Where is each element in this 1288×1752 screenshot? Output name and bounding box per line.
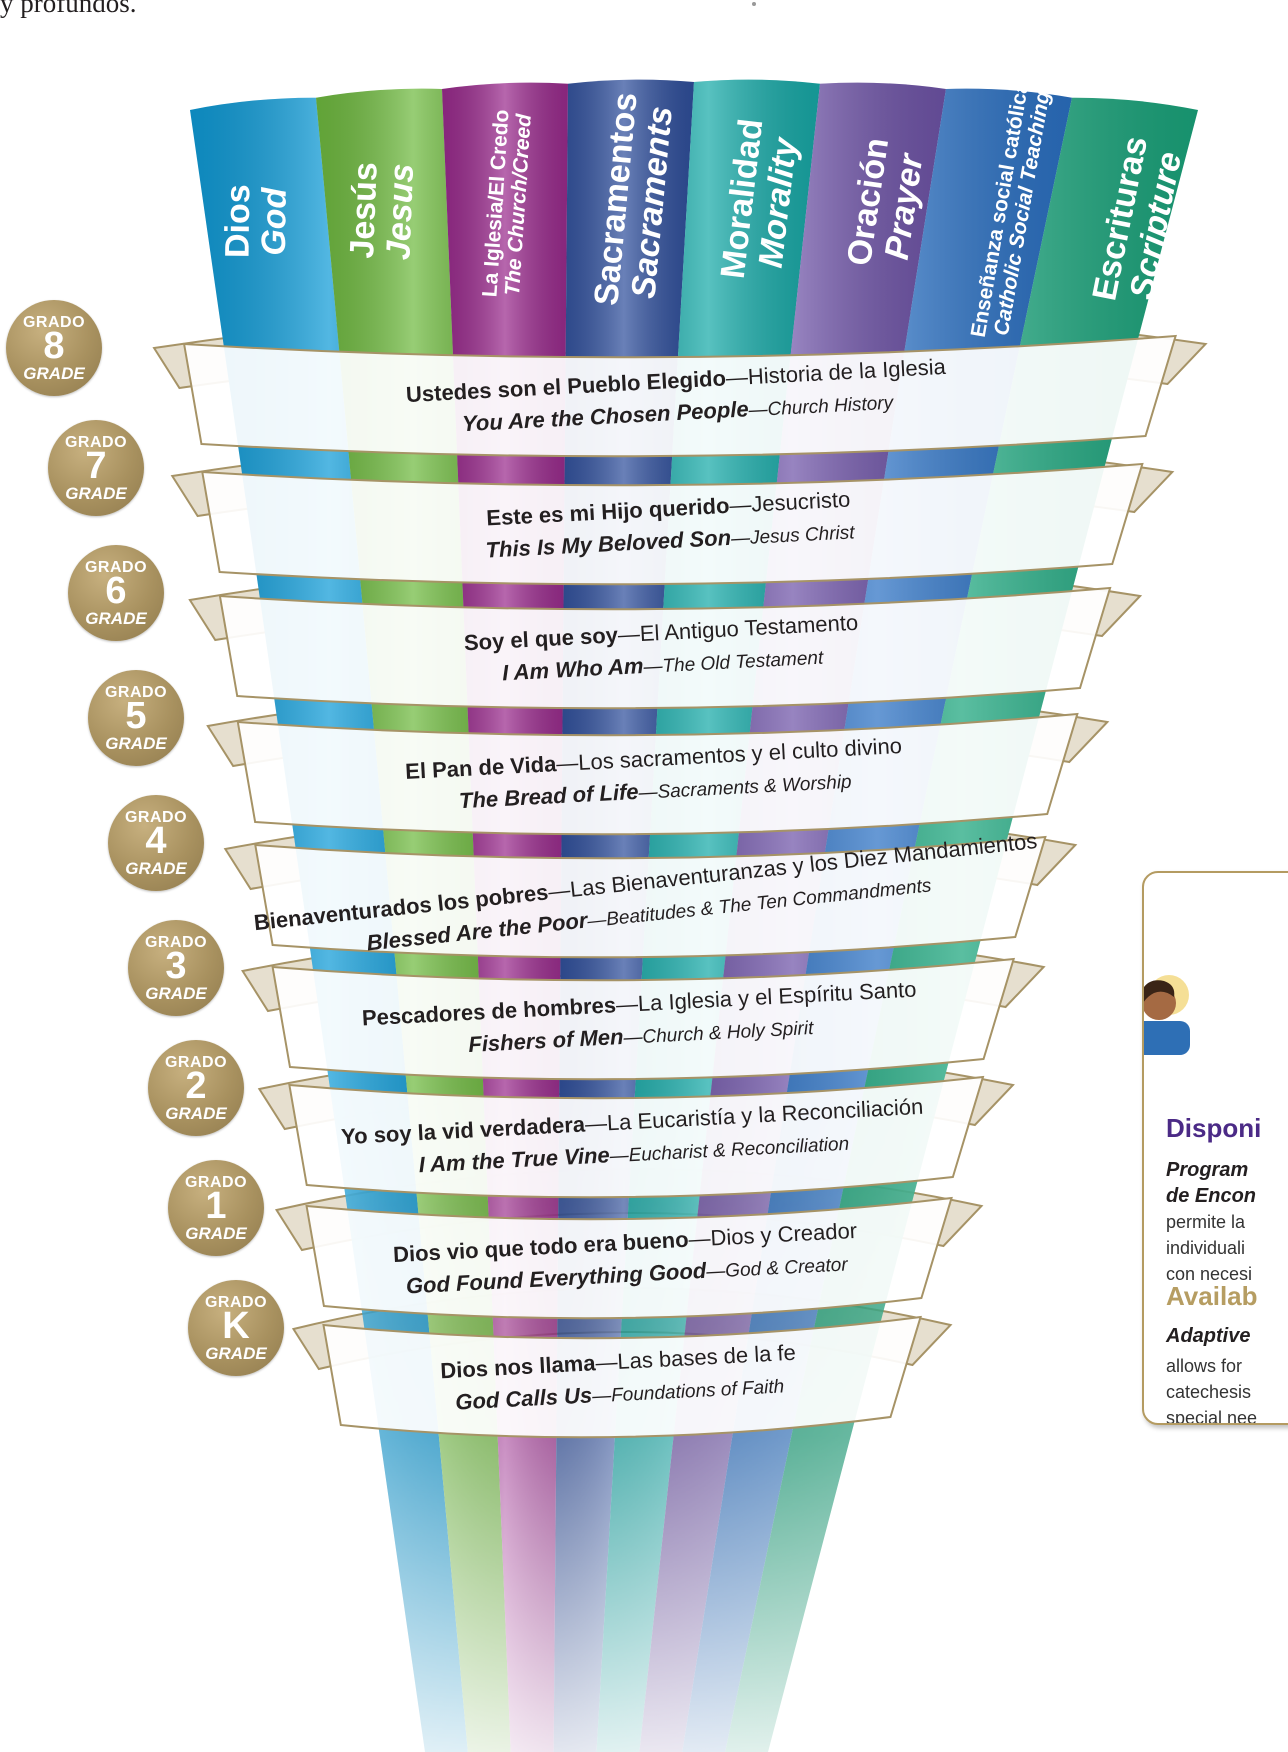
badge-grade-number: 3 — [165, 945, 187, 987]
ribbon-front-5 — [236, 712, 1079, 836]
ribbon-front-4 — [254, 835, 1047, 959]
program-line-1: Program — [1166, 1159, 1249, 1181]
strand-label-es: Dios — [218, 184, 257, 258]
badge-grade-label: GRADE — [185, 1224, 247, 1243]
availability-body-en: allows for catechesis special nee — [1166, 1356, 1258, 1425]
intro-text: y profundos. — [0, 0, 137, 18]
badge-grado-label: GRADO — [144, 934, 208, 951]
badge-grade-number: 8 — [43, 325, 65, 367]
ribbon-front-1 — [305, 1196, 953, 1320]
badge-grado-label: GRADO — [104, 684, 168, 701]
decorative-dot — [752, 2, 756, 6]
badge-grade-label: GRADE — [165, 1104, 227, 1123]
strand-label-es: Jesús — [343, 161, 385, 259]
ribbon-front-7 — [201, 462, 1144, 586]
badge-grado-label: GRADO — [22, 314, 86, 331]
badge-grade-label: GRADE — [125, 859, 187, 878]
badge-grado-label: GRADO — [204, 1294, 268, 1311]
badge-grado-label: GRADO — [184, 1174, 248, 1191]
ribbon-front-layer — [182, 334, 1177, 1439]
badge-grado-label: GRADO — [124, 809, 188, 826]
badge-grade-label: GRADE — [23, 364, 85, 383]
child-figure-icon — [1144, 975, 1190, 1055]
availability-sidebar: Disponi Program de Encon permite la indi… — [1142, 871, 1288, 1425]
badge-grade-label: GRADE — [85, 609, 147, 628]
badge-grade-number: 6 — [105, 570, 127, 612]
ribbon-front-K — [322, 1315, 922, 1439]
strand-label-en: God — [255, 186, 294, 256]
badge-grade-label: GRADE — [145, 984, 207, 1003]
badge-grade-number: 1 — [205, 1185, 227, 1227]
ribbon-front-8 — [182, 334, 1177, 458]
ribbon-front-2 — [288, 1075, 985, 1199]
badge-grado-label: GRADO — [64, 434, 128, 451]
ribbon-front-3 — [271, 957, 1016, 1081]
badge-grade-label: GRADE — [65, 484, 127, 503]
ribbon-front-6 — [218, 586, 1112, 710]
availability-body-es: permite la individuali con necesi — [1166, 1212, 1253, 1284]
badge-grade-number: 4 — [145, 820, 167, 862]
badge-grade-label: GRADE — [205, 1344, 267, 1363]
program-line-2: de Encon — [1166, 1185, 1257, 1207]
strand-label-en: Jesus — [379, 163, 421, 261]
availability-heading-es: Disponi — [1166, 1113, 1262, 1143]
program-name-es: Program de Encon — [1166, 1157, 1256, 1209]
badge-grade-number: 5 — [125, 695, 147, 737]
badge-grade-number: K — [222, 1305, 250, 1347]
badge-grade-number: 2 — [185, 1065, 207, 1107]
badge-grado-label: GRADO — [164, 1054, 228, 1071]
badge-grade-label: GRADE — [105, 734, 167, 753]
adaptive-label: Adaptive — [1166, 1325, 1251, 1347]
badge-grade-number: 7 — [85, 445, 107, 487]
badge-grado-label: GRADO — [84, 559, 148, 576]
availability-heading-en: Availab — [1166, 1281, 1258, 1311]
